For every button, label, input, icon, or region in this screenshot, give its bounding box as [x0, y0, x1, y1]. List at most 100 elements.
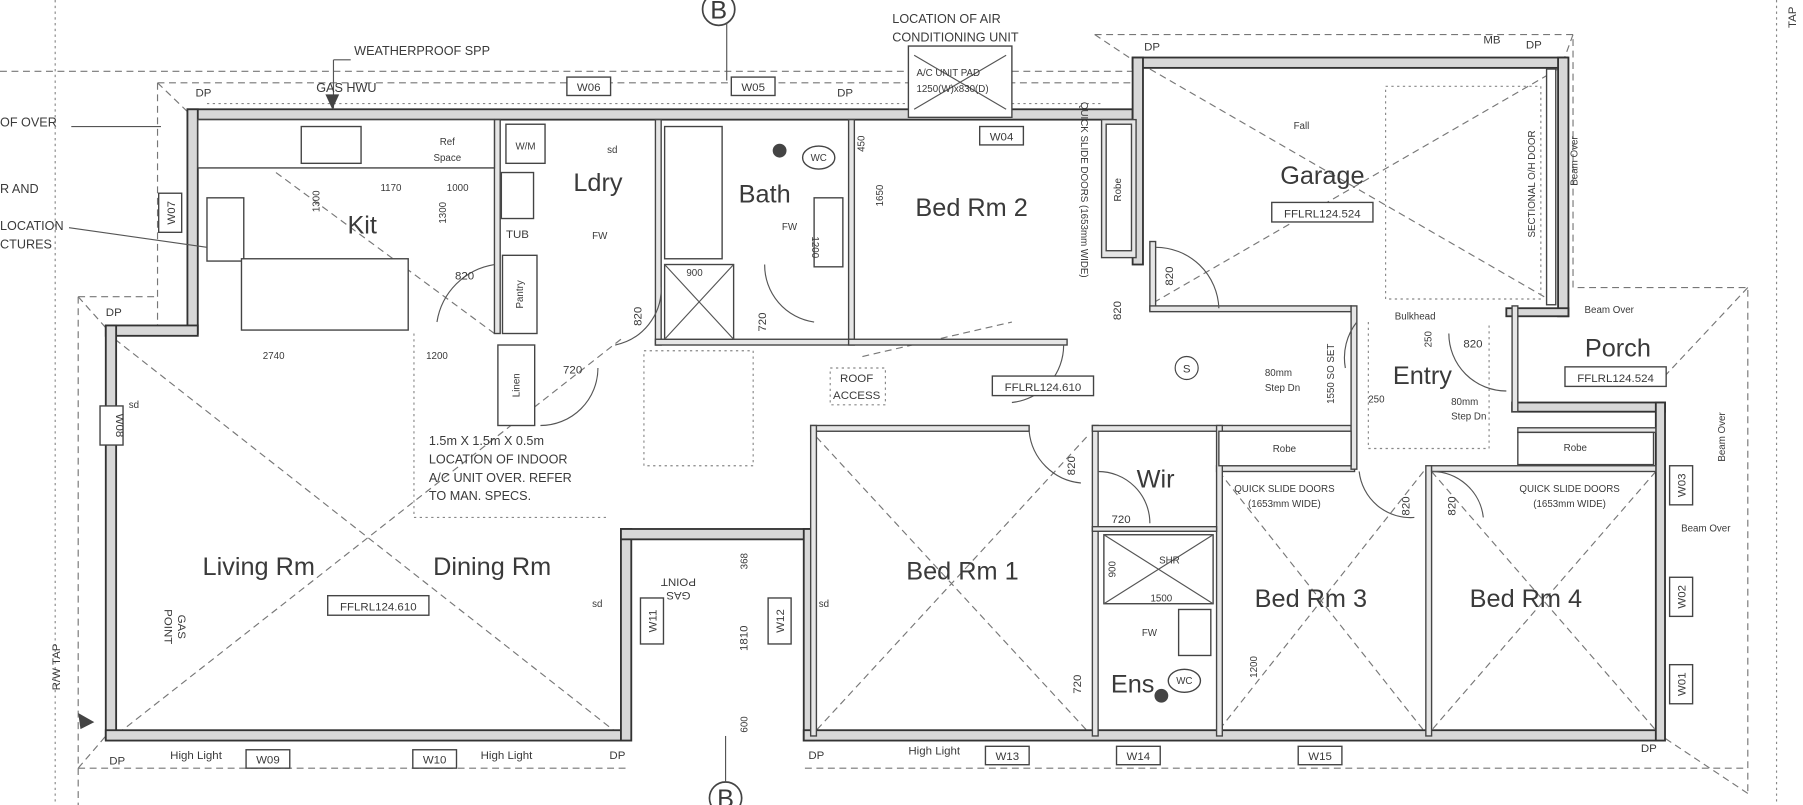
plan-label: WEATHERPROOF SPP [354, 44, 490, 58]
plan-line [1430, 465, 1657, 473]
plan-line [157, 192, 183, 234]
plan-label: W15 [1308, 751, 1332, 763]
plan-label: Space [433, 153, 461, 164]
linen [497, 344, 536, 427]
plan-label: LOCATION [0, 219, 64, 233]
ceiling-diagonals [114, 68, 1657, 737]
vanity [813, 197, 844, 268]
window-tag-w01: W01 [1668, 663, 1694, 705]
plan-label: W12 [775, 609, 787, 633]
plan-label: Bulkhead [1395, 312, 1436, 323]
plan-label: GAS [175, 615, 187, 640]
room-wir: Wir [1137, 466, 1175, 494]
plan-label: 1200 [426, 351, 448, 362]
floor-waste [772, 143, 787, 158]
ens-vanity [1177, 608, 1212, 657]
plan-label: Ref [440, 137, 455, 148]
plan-label: 600 [739, 716, 750, 733]
plan-line [104, 324, 118, 741]
plan-line [654, 338, 856, 346]
plan-line [802, 729, 1665, 742]
plan-line [847, 338, 1068, 346]
plan-label: Robe [1564, 443, 1587, 454]
plan-line [1350, 305, 1358, 470]
plan-label: High Light [170, 750, 223, 762]
washing-machine [505, 123, 546, 165]
plan-label: FFLRL124.524 [1284, 208, 1361, 220]
plan-label: 820 [1463, 338, 1482, 350]
plan-label: W07 [166, 201, 178, 225]
plan-line [1215, 424, 1224, 737]
plan-line [493, 118, 501, 335]
window-tag-w06: W06 [566, 76, 612, 97]
plan-label: CONDITIONING UNIT [892, 30, 1019, 44]
island-bench [240, 258, 409, 331]
plan-line [664, 264, 735, 340]
plan-label: W02 [1677, 585, 1689, 609]
smoke-detector [1174, 355, 1199, 381]
plan-label: DP [1641, 743, 1657, 755]
window-tag-w05: W05 [730, 76, 776, 97]
plan-line [1668, 576, 1694, 618]
plan-label: Fall [1294, 121, 1310, 132]
plan-label: FW [1142, 628, 1158, 639]
plan-line [913, 54, 1007, 110]
section-marker-top: B [701, 0, 736, 81]
plan-label: W04 [990, 131, 1014, 143]
plan-label: Linen [512, 373, 523, 397]
plan-line [1091, 424, 1099, 737]
toilet-bath [801, 145, 836, 170]
window-tag-w08: W08 [99, 405, 125, 446]
window-tag-w14: W14 [1115, 745, 1161, 766]
plan-label: W11 [648, 610, 660, 633]
plan-label: 1250(W)x830(D) [916, 84, 988, 95]
plan-label: 900 [686, 268, 703, 279]
plan-label: Beam Over [1585, 305, 1635, 316]
window-tag-w09: W09 [245, 749, 291, 769]
plan-line [245, 749, 291, 769]
plan-label: R AND [0, 182, 39, 196]
plan-label: Beam Over [1570, 136, 1581, 186]
room-bed-4: Bed Rm 4 [1470, 585, 1582, 613]
plan-line [701, 0, 736, 27]
plan-line [1668, 663, 1694, 705]
plan-label: 1170 [380, 183, 402, 194]
plan-label: R/W TAP [51, 643, 63, 690]
section-marker-bottom: B [708, 735, 743, 805]
robe-bed2 [1105, 123, 1133, 252]
door-swings [436, 246, 1507, 524]
plan-label: 80mm [1451, 397, 1478, 408]
plan-line [77, 82, 1133, 805]
plan-label: QUICK SLIDE DOORS (1653mm WIDE) [1078, 102, 1089, 278]
plan-label: FFLRL124.610 [1005, 382, 1082, 394]
plan-line [68, 125, 208, 248]
plan-line [979, 125, 1025, 146]
plan-label: 820 [1112, 301, 1124, 320]
plan-label: W14 [1127, 751, 1151, 763]
plan-label: 820 [1447, 496, 1459, 515]
plan-line [730, 76, 776, 97]
plan-label: 1200 [1249, 656, 1260, 678]
plan-label: GAS [666, 589, 691, 601]
plan-line [809, 424, 1030, 432]
plan-label: 720 [563, 365, 582, 377]
plan-line [327, 594, 430, 616]
plan-label: 250 [1368, 395, 1385, 406]
plan-line [1091, 525, 1218, 532]
fixtures [197, 45, 1655, 703]
plan-label: 1200 [809, 236, 820, 258]
plan-label: 900 [1107, 561, 1118, 578]
plan-label: A/C UNIT PAD [916, 68, 980, 79]
robe-bed3 [1218, 430, 1352, 467]
plan-line [1115, 745, 1161, 766]
plan-label: Robe [1113, 178, 1124, 201]
plan-line [1215, 465, 1356, 473]
plan-label: SHR [1159, 555, 1180, 566]
plan-line [1505, 307, 1570, 318]
plan-label: GAS HWU [316, 81, 376, 95]
plan-line [566, 76, 612, 97]
plan-label: 1300 [438, 201, 449, 223]
plan-label: 2740 [263, 351, 285, 362]
plan-label: Beam Over [1717, 412, 1728, 462]
plan-label: QUICK SLIDE DOORS [1234, 484, 1335, 495]
